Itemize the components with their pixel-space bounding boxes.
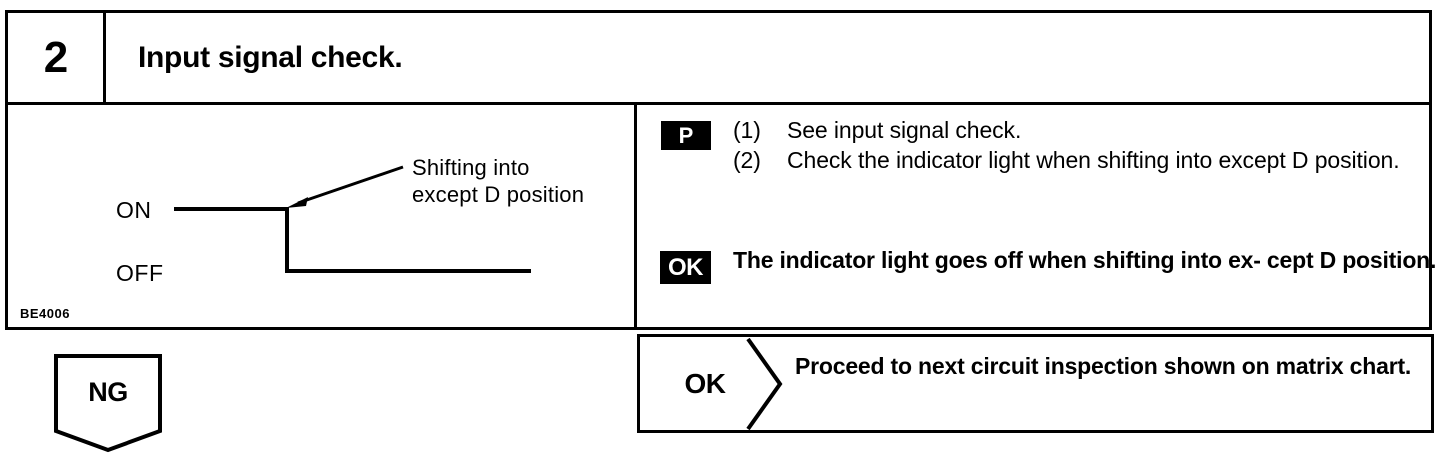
instruction-panel: P (1) See input signal check. (2) Check … [637,105,1436,327]
step-title: Input signal check. [138,40,403,74]
step-body-row: ON OFF Shifting into except D position B… [8,105,1436,327]
list-item: (1) See input signal check. [733,116,1456,146]
instruction-list: (1) See input signal check. (2) Check th… [733,116,1456,176]
step-header-row: 2 Input signal check. [8,13,1429,105]
list-item-text: See input signal check. [787,117,1022,143]
figure-code: BE4006 [20,306,70,321]
gear-position-badge-icon: P [661,121,711,150]
step-number-cell: 2 [8,13,106,102]
ok-result-label: OK [684,367,727,399]
step-block: 2 Input signal check. ON OFF [5,10,1436,330]
waveform-off-label: OFF [116,260,164,286]
list-item: (2) Check the indicator light when shift… [733,146,1456,176]
step-title-cell: Input signal check. [106,13,1429,102]
waveform-figure: ON OFF Shifting into except D position B… [8,105,637,327]
callout-leader-line [297,165,404,205]
signal-trace [174,207,531,273]
list-item-text: Check the indicator light when shifting … [787,146,1400,173]
ok-result-text: Proceed to next circuit inspection shown… [795,353,1412,379]
ok-criteria-text: The indicator light goes off when shifti… [733,247,1437,273]
list-item-marker: (1) [733,117,761,143]
callout-arrowhead [286,197,308,208]
ng-label: NG [88,376,128,407]
callout-line-2: except D position [412,181,585,207]
chevron-right-icon [746,337,783,430]
waveform-on-label: ON [116,197,152,223]
waveform-callout: Shifting into except D position [412,155,584,209]
waveform-graphic [174,165,531,273]
list-item-marker: (2) [733,146,761,173]
callout-line-1: Shifting into [412,155,530,180]
ng-arrow-banner: NG [53,353,163,453]
ok-badge-icon: OK [660,251,711,284]
ok-result-box: OK Proceed to next circuit inspection sh… [637,334,1434,433]
ng-banner-shape-icon [54,354,162,453]
step-number: 2 [43,32,69,82]
